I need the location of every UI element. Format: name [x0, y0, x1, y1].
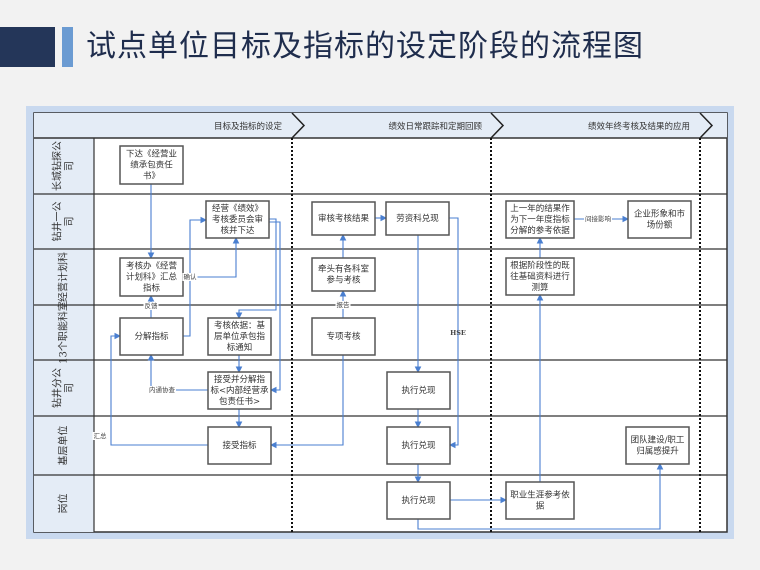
flow-box-review-result — [311, 201, 376, 236]
flow-box-text: 执行兑现 — [401, 440, 436, 451]
lane-label: 司 — [65, 217, 76, 227]
lane-label: 钻井分公 — [51, 368, 64, 408]
flow-box-text: 企业形象和市 — [634, 209, 686, 220]
flow-box-text: 执行兑现 — [401, 385, 436, 396]
flow-box-text: 团队建设/职工 — [631, 435, 685, 446]
arrow-labor-hse-to-exec2 — [448, 217, 459, 449]
arrow-summary-confirm-to-committee — [183, 236, 240, 278]
lane-label: 基层单位 — [57, 426, 70, 466]
flow-box-text: 标<内部经营承 — [210, 385, 269, 396]
edge-label-bg — [335, 301, 351, 309]
lane-label-column — [34, 138, 94, 532]
edge-label-bg — [148, 386, 176, 394]
flow-box-text: 经营《绩效》 — [212, 203, 263, 214]
flow-box-text: 接受指标 — [222, 440, 257, 451]
flow-box-text: 为下一年度指标 — [510, 214, 570, 225]
edge-label-report: 报告 — [337, 300, 351, 309]
lane-label: 司 — [65, 161, 76, 171]
flow-box-text: 归属感提升 — [636, 446, 679, 457]
flow-box-text: 包责任书> — [219, 396, 260, 407]
phase-header-band — [34, 113, 727, 138]
flow-box-text: 劳资科兑现 — [396, 213, 439, 224]
lane-label: 13个职能科室 — [57, 301, 70, 364]
edge-label-internal: 内通协查 — [149, 385, 176, 394]
title-accent-bar — [62, 27, 73, 67]
lane-label: 经营计划科 — [57, 252, 70, 302]
title-block-decoration — [0, 27, 55, 67]
arrow-special-to-target — [269, 355, 344, 449]
flow-box-text: 测算 — [531, 282, 549, 293]
flow-box-decompose — [119, 317, 184, 356]
flow-box-labor-fulfill — [385, 201, 450, 236]
edge-label-indirect: 间接影响 — [585, 214, 612, 223]
flow-box-text: 计划科》汇总 — [126, 272, 178, 283]
edge-label-summary: 汇总 — [94, 431, 108, 440]
flow-box-text: 审核考核结果 — [318, 213, 370, 224]
arrow-committee-to-basis — [235, 218, 277, 320]
flow-box-text: 职业生涯参考依 — [510, 490, 570, 501]
arrow-target-summary-to-decompose — [110, 332, 208, 446]
phase-label: 绩效日常跟踪和定期回顾 — [388, 121, 482, 132]
flow-box-exec-1 — [386, 371, 451, 410]
lane-label: 钻井一公 — [51, 202, 64, 242]
lane-label: 岗位 — [57, 494, 70, 514]
flow-box-text: 专项考核 — [326, 331, 361, 342]
flow-box-committee-review — [205, 200, 270, 239]
edge-label-hse: HSE — [450, 329, 466, 337]
page-title: 试点单位目标及指标的设定阶段的流程图 — [86, 29, 644, 64]
flow-box-team — [625, 426, 690, 465]
flow-box-text: 下达《经营业 — [126, 149, 177, 160]
flow-box-text: 根据阶段性的既 — [510, 260, 570, 271]
edge-label-bg — [584, 215, 612, 223]
flow-box-career — [505, 481, 575, 520]
flow-box-special-check — [311, 317, 376, 356]
arrow-exec3-to-team — [417, 462, 664, 530]
flow-box-text: 牵头有各科室 — [318, 264, 370, 275]
flow-box-text: 标通知 — [227, 342, 253, 353]
flow-box-exec-3 — [386, 481, 451, 520]
flow-box-issue-contract — [119, 145, 184, 185]
flow-box-text: 上一年的结果作 — [510, 203, 570, 214]
edge-label-confirm: 确认 — [184, 272, 198, 281]
flow-box-basis-notice — [207, 317, 272, 356]
flow-box-text: 据 — [536, 501, 545, 512]
phase-chevron — [490, 112, 505, 139]
flow-box-text: 考核办《经营 — [126, 261, 177, 272]
flow-box-accept-target — [207, 426, 272, 465]
arrow-committee-to-accept — [269, 221, 281, 394]
edge-label-feedback: 反馈 — [145, 301, 159, 310]
flow-box-text: 分解的参考依据 — [510, 225, 570, 236]
flow-box-text: 分解指标 — [134, 331, 169, 342]
flow-box-text: 接受并分解指 — [214, 374, 266, 385]
phase-chevron — [291, 112, 306, 139]
flow-box-exec-2 — [386, 426, 451, 465]
flow-box-text: 参与考核 — [326, 275, 361, 286]
phase-label: 绩效年终考核及结果的应用 — [588, 121, 690, 132]
flow-box-text: 考核委员会审 — [212, 214, 263, 225]
flow-box-text: 绩承包责任 — [130, 160, 173, 171]
edge-label-bg — [92, 432, 108, 440]
flow-box-image-share — [627, 200, 692, 239]
flow-box-text: 核并下达 — [220, 225, 255, 236]
flow-box-accept-decompose — [207, 371, 272, 410]
flow-box-prev-year — [505, 200, 575, 239]
flow-box-text: 指标 — [143, 283, 161, 294]
edge-label-bg — [182, 273, 198, 281]
flow-box-text: 场份额 — [647, 220, 673, 231]
flow-box-text: 执行兑现 — [401, 495, 436, 506]
lane-label: 长城钻探公 — [51, 141, 64, 191]
phase-chevron — [699, 112, 714, 139]
flow-box-measure — [505, 257, 575, 296]
phase-label: 目标及指标的设定 — [214, 121, 283, 132]
lane-label: 司 — [65, 383, 76, 393]
flow-box-text: 层单位承包指 — [214, 331, 266, 342]
flow-box-text: 考核依据：基 — [214, 320, 266, 331]
flow-box-text: 书》 — [143, 171, 160, 182]
flow-box-lead-dept — [311, 257, 376, 292]
edge-label-bg — [143, 302, 159, 310]
flow-box-text: 往基础资料进行 — [510, 271, 570, 282]
